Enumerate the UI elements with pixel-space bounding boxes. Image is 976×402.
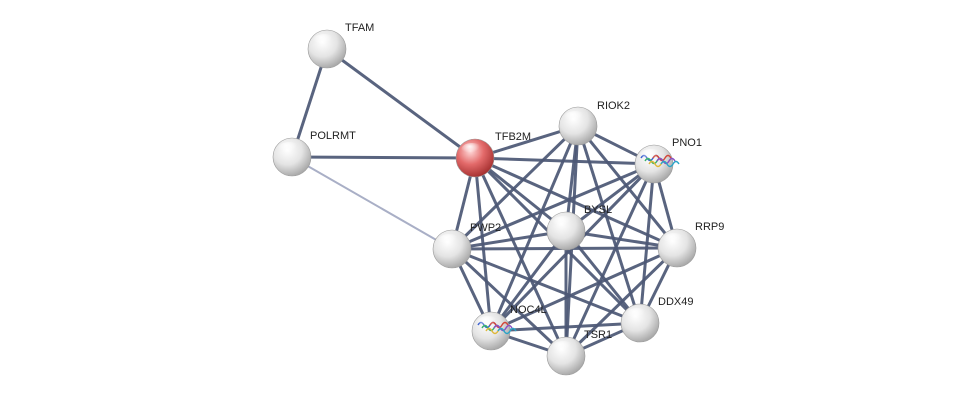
edge-tfb2m-bysl xyxy=(473,156,568,233)
node-label-bysl: BYSL xyxy=(584,204,612,216)
edge-tfam-tfb2m xyxy=(325,47,477,160)
node-label-riok2: RIOK2 xyxy=(597,100,630,112)
node-label-tsr1: TSR1 xyxy=(584,329,612,341)
edge-tfb2m-rrp9 xyxy=(473,156,679,250)
edge-bysl-ddx49 xyxy=(564,229,642,325)
node-highlight xyxy=(552,341,574,355)
structure-strand xyxy=(497,327,517,335)
node-tfb2m[interactable]: TFB2M xyxy=(455,131,531,178)
node-highlight xyxy=(552,216,574,230)
edge-pno1-pwp2 xyxy=(450,162,656,251)
node-highlight xyxy=(278,142,300,156)
node-tfam[interactable]: TFAM xyxy=(307,22,374,69)
edge-polrmt-tfb2m xyxy=(290,155,477,160)
edge-rrp9-noc4l xyxy=(489,246,679,333)
node-tsr1[interactable]: TSR1 xyxy=(546,329,612,376)
node-riok2[interactable]: RIOK2 xyxy=(558,100,630,146)
node-ddx49[interactable]: DDX49 xyxy=(620,296,693,343)
node-highlight xyxy=(663,233,685,247)
edge-tfb2m-tsr1 xyxy=(473,156,568,358)
node-label-pwp2: PWP2 xyxy=(470,222,501,234)
node-label-polrmt: POLRMT xyxy=(310,130,356,142)
node-label-ddx49: DDX49 xyxy=(658,296,693,308)
node-highlight xyxy=(626,308,648,322)
node-label-rrp9: RRP9 xyxy=(695,221,724,233)
edge-riok2-noc4l xyxy=(489,124,580,333)
structure-strand xyxy=(660,160,680,168)
node-highlight xyxy=(640,149,662,163)
node-highlight xyxy=(461,143,483,157)
edges-layer xyxy=(290,47,679,358)
edge-polrmt-pwp2 xyxy=(291,156,453,250)
edge-riok2-ddx49 xyxy=(576,124,642,325)
node-rrp9[interactable]: RRP9 xyxy=(657,221,724,268)
node-label-tfam: TFAM xyxy=(345,22,374,34)
node-bysl[interactable]: BYSL xyxy=(546,204,612,251)
node-pwp2[interactable]: PWP2 xyxy=(432,222,501,269)
node-highlight xyxy=(477,316,499,330)
edge-pno1-tsr1 xyxy=(564,162,656,358)
edge-pwp2-tsr1 xyxy=(450,247,568,358)
edge-pwp2-ddx49 xyxy=(450,247,642,325)
edge-riok2-rrp9 xyxy=(576,124,679,250)
node-highlight xyxy=(564,111,586,125)
node-polrmt[interactable]: POLRMT xyxy=(272,130,356,177)
node-highlight xyxy=(313,34,335,48)
edge-riok2-pwp2 xyxy=(450,124,580,251)
node-highlight xyxy=(438,234,460,248)
node-pno1[interactable]: PNO1 xyxy=(634,137,702,184)
node-label-noc4l: NOC4L xyxy=(510,304,547,316)
node-noc4l[interactable]: NOC4L xyxy=(471,304,547,351)
edge-rrp9-tsr1 xyxy=(564,246,679,358)
node-label-tfb2m: TFB2M xyxy=(495,131,531,143)
node-label-pno1: PNO1 xyxy=(672,137,702,149)
